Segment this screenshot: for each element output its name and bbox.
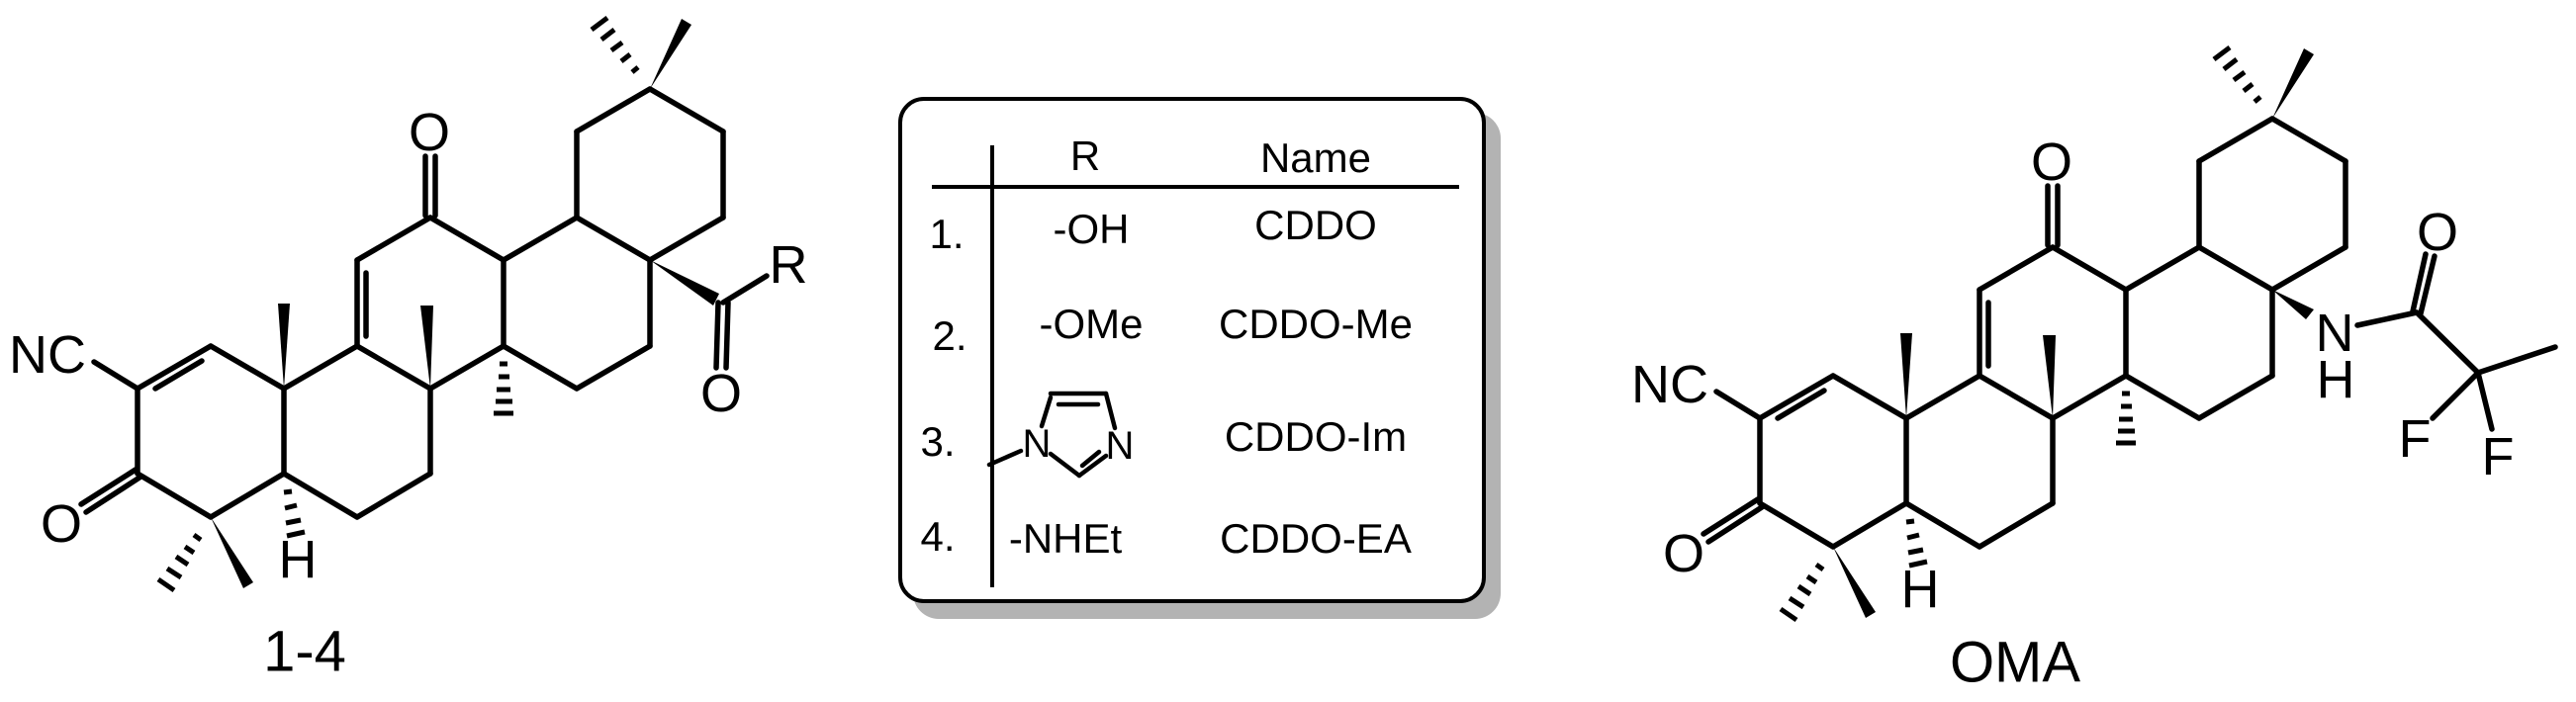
right-molecule: NC O O H N H O F F <box>1631 45 2558 623</box>
table-row3-name: CDDO-Im <box>1224 413 1408 460</box>
left-ring-c-ketone-double-bond <box>422 153 438 219</box>
right-amide-n-label: N <box>2316 304 2354 363</box>
left-ring-c-oxygen-label: O <box>409 103 450 162</box>
table-header-underline <box>932 185 1459 189</box>
table-row4-num: 4. <box>920 513 956 560</box>
table-row2-name: CDDO-Me <box>1219 301 1413 347</box>
right-c20-methyl-wedge <box>2272 48 2314 119</box>
left-c17-acyl-wedge <box>650 260 719 306</box>
left-nitrile-bond <box>91 359 140 392</box>
imidazole-n3-label: N <box>1106 424 1135 468</box>
left-molecule: NC O O H O R <box>9 16 808 593</box>
left-ring-a-ketone-double-bond <box>78 467 142 515</box>
right-amide-chain-bonds <box>2354 309 2558 432</box>
left-c5-h-hash <box>283 488 306 539</box>
table-row3-num: 3. <box>920 418 956 465</box>
left-structure-label: 1-4 <box>263 619 346 684</box>
left-ring-a-oxygen-label: O <box>41 494 82 554</box>
table-header-name: Name <box>1259 134 1372 181</box>
right-ring-bonds <box>1757 116 2348 550</box>
table-row1-r: -OH <box>1053 206 1130 252</box>
right-fluorine-1-label: F <box>2399 409 2432 469</box>
right-c8-methyl-wedge <box>2043 335 2056 418</box>
right-amide-oxygen-label: O <box>2417 203 2458 262</box>
right-c20-methyl-hash <box>2212 45 2262 104</box>
left-c10-methyl-wedge <box>278 304 290 389</box>
right-ring-a-oxygen-label: O <box>1663 524 1704 583</box>
right-c4-methyl-wedge <box>1833 547 1876 618</box>
right-ring-c-oxygen-label: O <box>2031 132 2072 192</box>
imidazole-structure: N N <box>986 391 1135 479</box>
left-r-bond <box>720 273 770 306</box>
table-row4-name: CDDO-EA <box>1220 515 1412 562</box>
left-acyl-double-bond <box>713 300 731 371</box>
right-c4-methyl-hash <box>1779 562 1825 623</box>
imidazole-bonds <box>986 391 1118 479</box>
right-c5-h-hash <box>1905 518 1928 569</box>
right-h-label: H <box>1901 560 1940 619</box>
right-c10-methyl-wedge <box>1900 333 1912 418</box>
left-c20-methyl-hash <box>590 16 640 74</box>
table-row4-r: -NHEt <box>1008 515 1123 562</box>
left-c4-methyl-hash <box>156 532 203 593</box>
substituent-table: R Name 1. -OH CDDO 2. -OMe CDDO-Me 3. CD… <box>898 97 1486 603</box>
right-ring-c-ketone-double-bond <box>2045 183 2061 248</box>
left-h-label: H <box>279 530 318 589</box>
table-header-r: R <box>1069 132 1101 179</box>
left-nitrile-label: NC <box>9 325 86 385</box>
imidazole-n1-label: N <box>1023 422 1052 466</box>
left-double-bond-inner-lines <box>152 270 369 392</box>
table-vertical-divider <box>990 145 994 587</box>
right-c17-amide-wedge <box>2272 290 2314 319</box>
left-r-group-label: R <box>770 235 808 295</box>
table-row1-name: CDDO <box>1254 202 1377 248</box>
left-acyl-oxygen-label: O <box>700 364 742 423</box>
table-row2-num: 2. <box>932 312 967 359</box>
right-fluorine-2-label: F <box>2482 427 2515 486</box>
right-double-bond-inner-lines <box>1775 300 1991 421</box>
right-nitrile-label: NC <box>1631 355 1708 414</box>
left-c8-methyl-wedge <box>420 306 433 389</box>
table-row2-r: -OMe <box>1039 301 1144 347</box>
left-ring-bonds <box>135 86 726 520</box>
right-ring-a-ketone-double-bond <box>1701 496 1765 545</box>
left-c20-methyl-wedge <box>650 19 691 89</box>
right-amide-h-label: H <box>2317 350 2355 409</box>
right-nitrile-bond <box>1713 389 1763 421</box>
table-row1-num: 1. <box>929 211 965 257</box>
right-structure-label: OMA <box>1949 630 2081 695</box>
left-c14-methyl-hash <box>494 361 513 416</box>
left-c4-methyl-wedge <box>211 517 253 588</box>
right-c14-methyl-hash <box>2116 391 2136 446</box>
right-amide-double-bond <box>2410 251 2438 316</box>
